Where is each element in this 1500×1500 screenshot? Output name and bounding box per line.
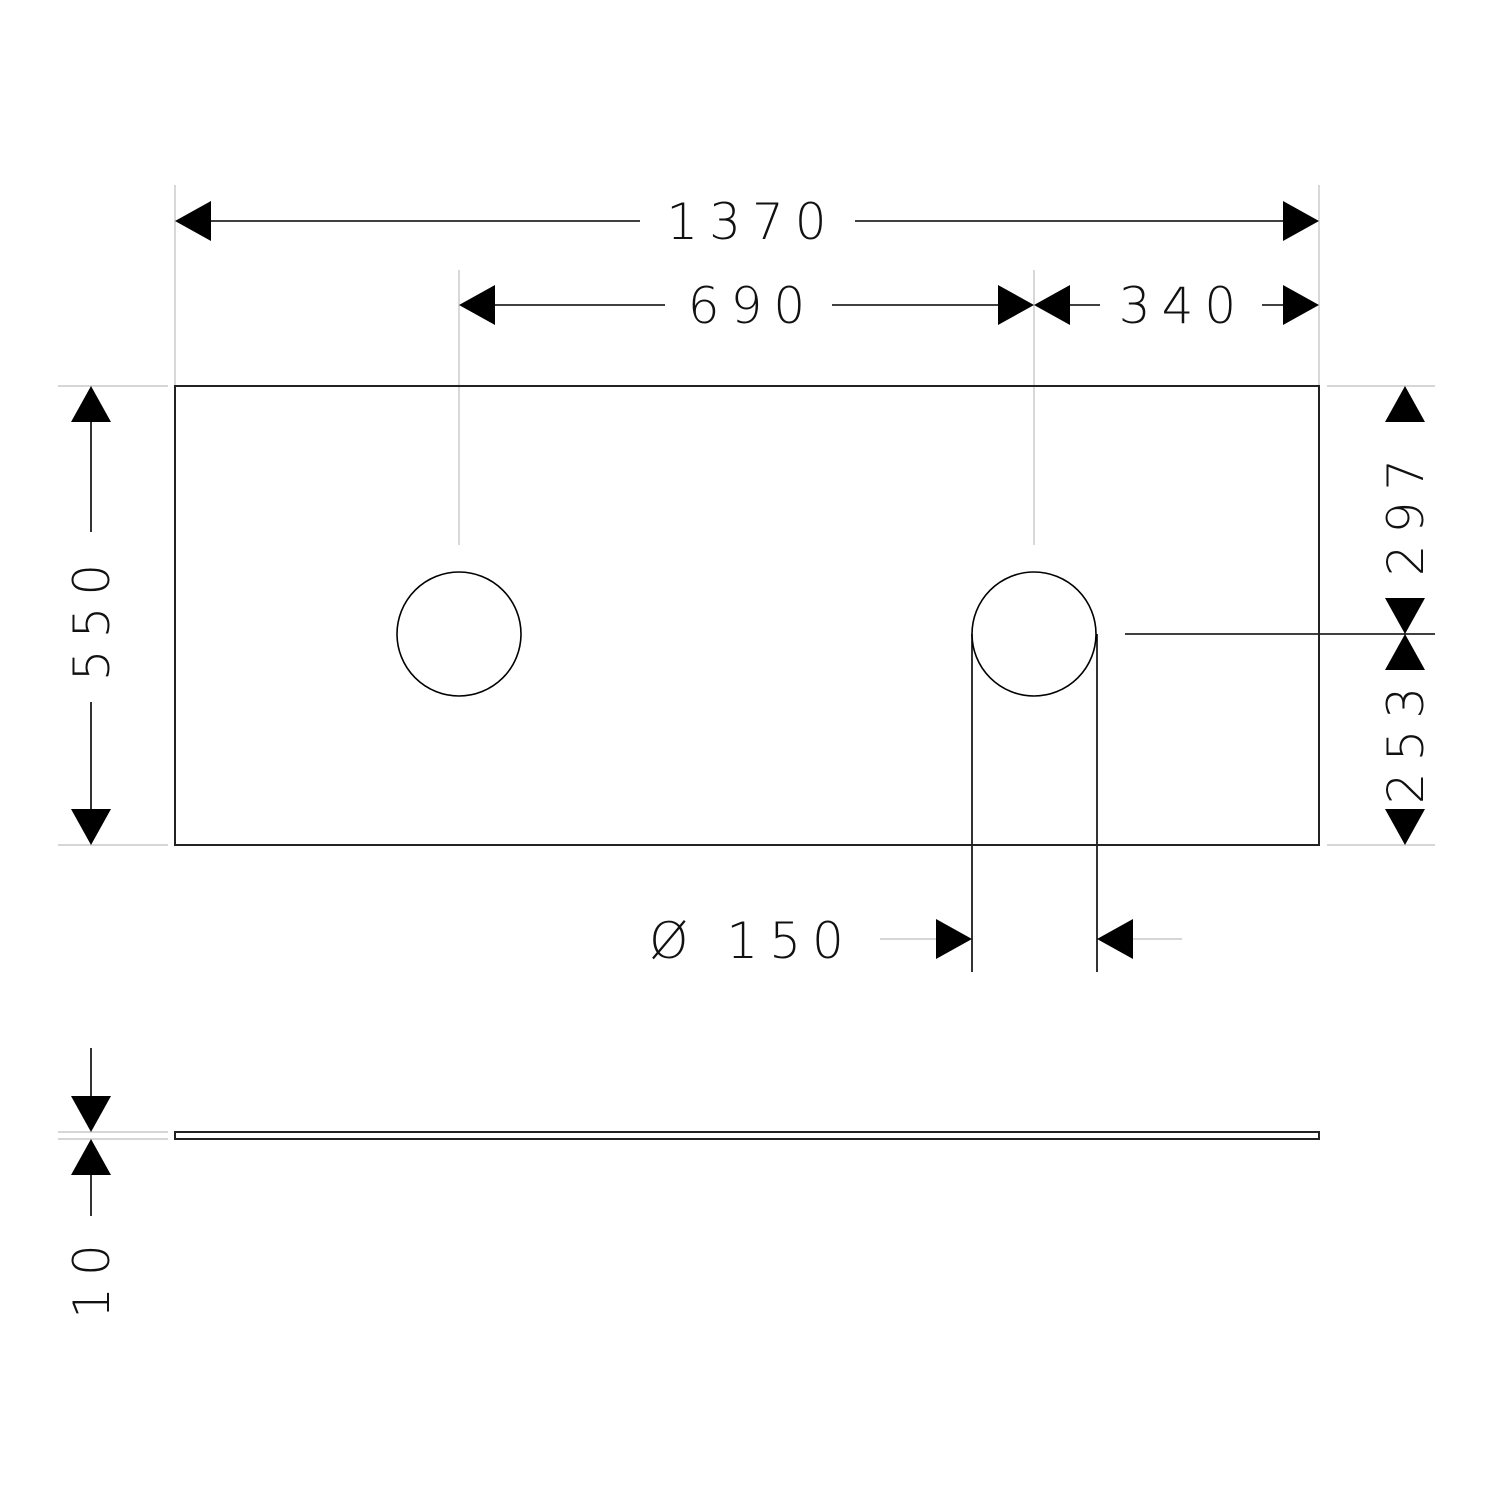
countertop-side-view: [174, 1131, 1320, 1140]
dimension-hole-to-right-edge: 340: [1034, 277, 1319, 335]
dimension-hole-diameter: Ø 150: [649, 912, 1182, 970]
dimension-overall-depth: 550: [63, 386, 121, 845]
svg-text:340: 340: [1119, 277, 1247, 335]
dimension-hole-center-from-top: 297: [1377, 386, 1435, 634]
dimension-thickness: 10: [63, 1048, 121, 1319]
svg-text:1370: 1370: [666, 193, 837, 251]
svg-text:Ø 150: Ø 150: [649, 912, 855, 970]
svg-text:10: 10: [63, 1233, 121, 1319]
dimension-overall-width: 1370: [175, 193, 1319, 251]
basin-hole-right: [971, 571, 1097, 697]
svg-text:297: 297: [1377, 448, 1435, 576]
extension-lines: [58, 185, 1435, 1140]
countertop-top-view: [174, 385, 1320, 846]
dimension-hole-center-from-bottom: 253: [1377, 634, 1435, 845]
svg-text:690: 690: [688, 277, 816, 335]
basin-hole-left: [396, 571, 522, 697]
dimension-hole-spacing: 690: [459, 277, 1034, 335]
svg-text:253: 253: [1377, 676, 1435, 804]
svg-text:550: 550: [63, 553, 121, 681]
